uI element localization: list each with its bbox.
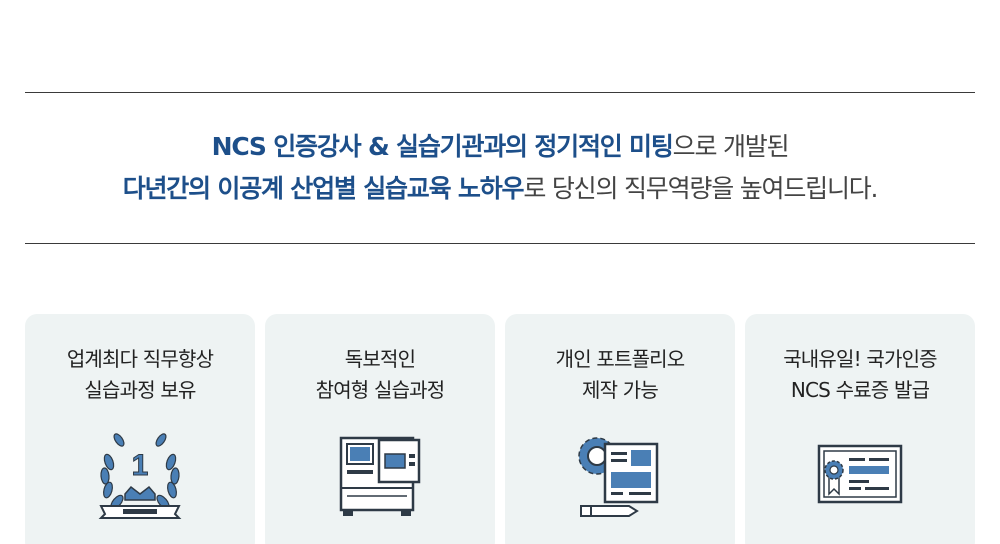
feature-card-courses: 업계최다 직무향상 실습과정 보유 1 (25, 314, 255, 544)
feature-card-title: 개인 포트폴리오 제작 가능 (555, 347, 686, 402)
intro-line-2: 다년간의 이공계 산업별 실습교육 노하우로 당신의 직무역량을 높여드립니다. (25, 172, 975, 206)
intro-line-1: NCS 인증강사 & 실습기관과의 정기적인 미팅으로 개발된 (25, 130, 975, 164)
feature-card-title: 독보적인 참여형 실습과정 (315, 347, 446, 402)
feature-card-title: 업계최다 직무향상 실습과정 보유 (66, 347, 214, 402)
portfolio-icon (578, 437, 659, 517)
top-divider (25, 92, 975, 93)
feature-card-title: 국내유일! 국가인증 NCS 수료증 발급 (783, 347, 937, 402)
feature-card-practice: 독보적인 참여형 실습과정 (265, 314, 495, 544)
feature-card-certificate: 국내유일! 국가인증 NCS 수료증 발급 (745, 314, 975, 544)
laurel-medal-icon: 1 (98, 433, 182, 519)
svg-text:1: 1 (132, 449, 149, 482)
intro-line-1-rest: 으로 개발된 (672, 132, 790, 161)
certificate-icon (817, 444, 903, 504)
bottom-divider (25, 243, 975, 244)
intro-line-2-highlight: 다년간의 이공계 산업별 실습교육 노하우 (122, 174, 525, 203)
intro-line-1-highlight: NCS 인증강사 & 실습기관과의 정기적인 미팅 (211, 132, 674, 161)
feature-card-portfolio: 개인 포트폴리오 제작 가능 (505, 314, 735, 544)
machine-icon (339, 436, 421, 516)
intro-line-2-rest: 로 당신의 직무역량을 높여드립니다. (523, 174, 878, 203)
